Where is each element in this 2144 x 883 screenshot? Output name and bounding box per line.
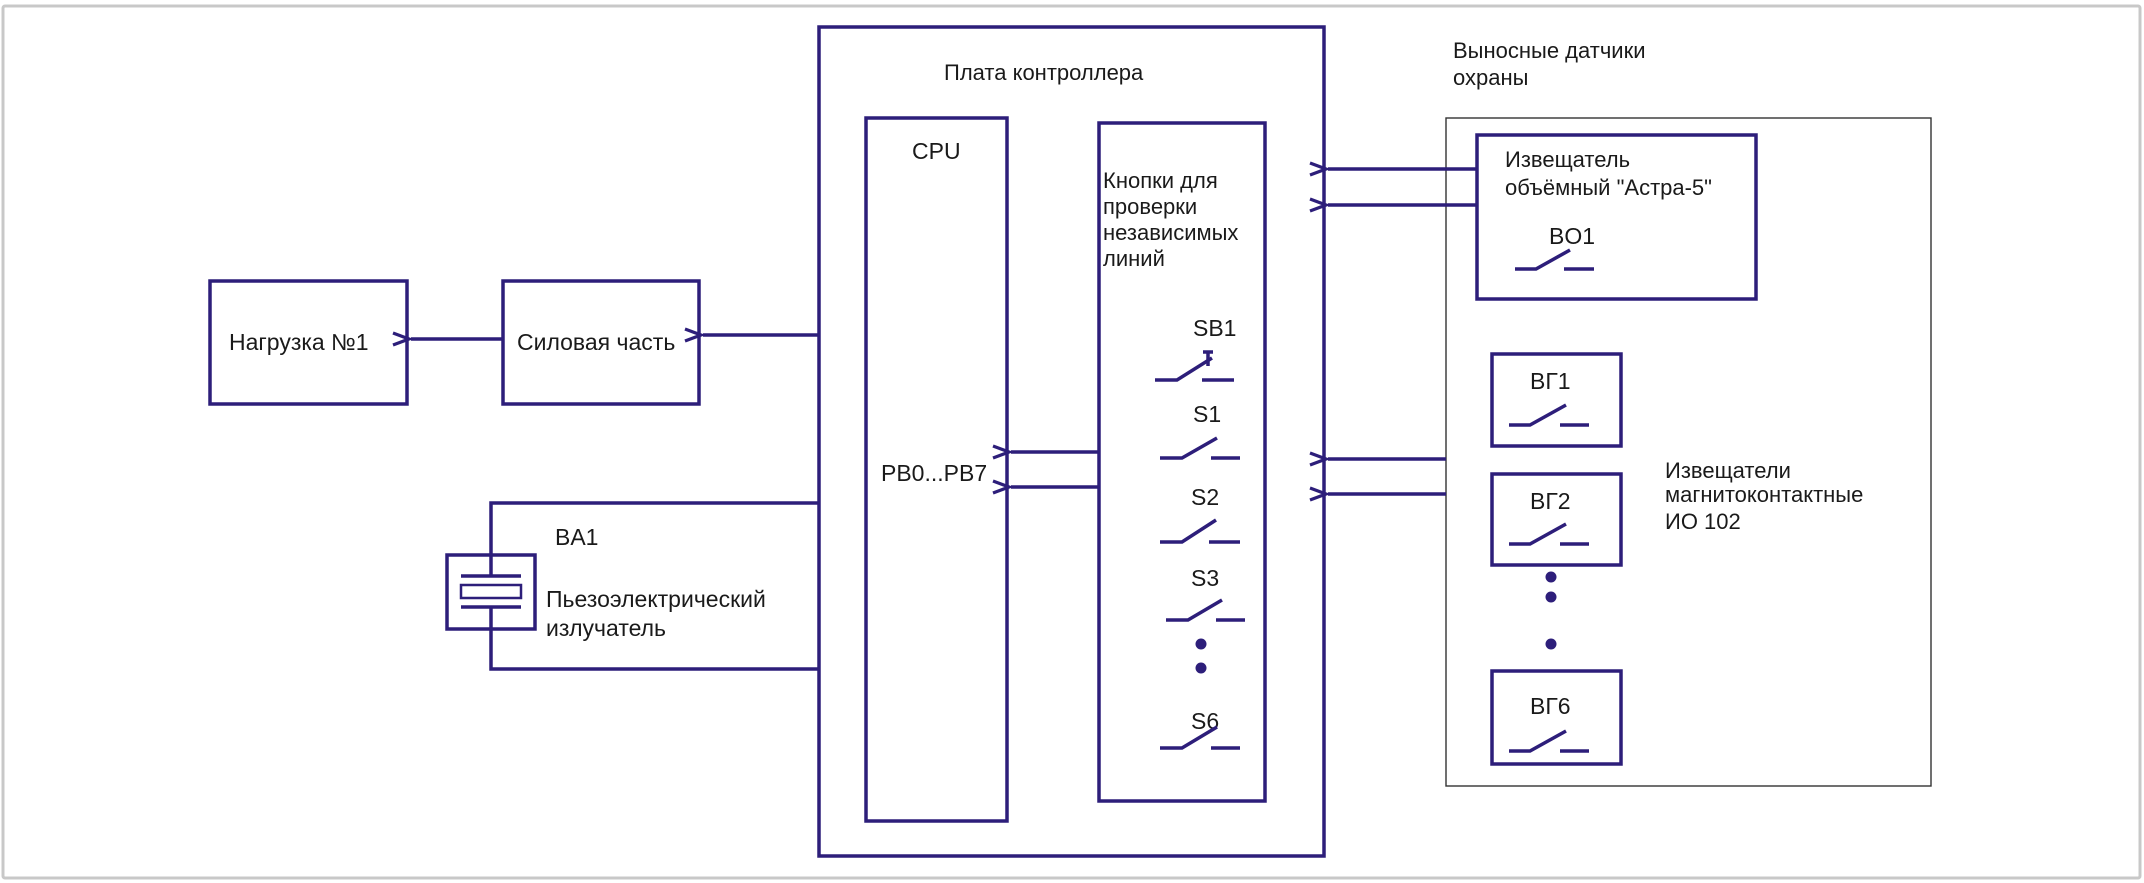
remote-sensors-title-2: охраны: [1453, 65, 1528, 90]
remote-sensors-area: Выносные датчики охраны: [1445, 38, 1932, 787]
volume-detector-label-1: Извещатель: [1505, 147, 1630, 172]
magnetic-detector-vg6: ВГ6: [1490, 669, 1623, 766]
magnetic-detector-ref-vg2: ВГ2: [1530, 488, 1571, 514]
switch-label-s3: S3: [1191, 565, 1219, 591]
magnetic-detector-ref-vg6: ВГ6: [1530, 693, 1571, 719]
volume-detector-label-2: объёмный "Астра-5": [1505, 175, 1712, 200]
vg1-switch-icon: [1509, 403, 1589, 427]
vg6-switch-icon: [1509, 729, 1589, 753]
cpu-label: CPU: [912, 138, 961, 164]
power-block: Силовая часть: [501, 279, 701, 406]
emitter-label-2: излучатель: [546, 615, 666, 641]
volume-detector-switch-icon: [1515, 248, 1594, 271]
cpu-block: CPU PB0...PB7: [864, 116, 1009, 823]
emitter-label-1: Пьезоэлектрический: [546, 586, 766, 612]
buttons-block-label-3: независимых: [1103, 220, 1238, 245]
controller-board-title: Плата контроллера: [944, 60, 1144, 85]
magnetic-detector-ref-vg1: ВГ1: [1530, 368, 1571, 394]
switch-label-s1: S1: [1193, 401, 1221, 427]
switch-icon-s1: [1160, 436, 1240, 460]
buttons-to-cpu-arrows: [1011, 452, 1099, 487]
buttons-block: Кнопки для проверки независимых линий SB…: [1097, 121, 1267, 803]
piezo-emitter: BA1 Пьезоэлектрический излучатель: [445, 501, 819, 671]
volume-detector-ref: BO1: [1549, 223, 1595, 249]
magnetic-detectors-label-1: Извещатели: [1665, 458, 1791, 483]
emitter-ref: BA1: [555, 524, 598, 550]
switch-icon-s2: [1160, 518, 1240, 544]
switch-label-s2: S2: [1191, 484, 1219, 510]
magnetic-detectors-label-3: ИО 102: [1665, 509, 1741, 534]
vg2-switch-icon: [1509, 522, 1589, 546]
magnetic-detectors-label-2: магнитоконтактные: [1665, 482, 1863, 507]
buttons-block-label-4: линий: [1103, 246, 1165, 271]
load-block: Нагрузка №1: [208, 279, 409, 406]
detector-to-board-arrows-lower: [1328, 459, 1446, 494]
magnetic-detector-vg2: ВГ2: [1490, 472, 1623, 567]
buttons-block-label-2: проверки: [1103, 194, 1197, 219]
switch-icon-sb1: [1155, 350, 1234, 382]
volume-detector: Извещатель объёмный "Астра-5" BO1: [1475, 133, 1758, 301]
cpu-port-label: PB0...PB7: [881, 460, 987, 486]
switch-icon-s3: [1166, 598, 1245, 622]
power-label: Силовая часть: [517, 329, 675, 355]
switch-icon-s6: [1160, 725, 1240, 750]
output-arrows: [411, 335, 819, 339]
magnetic-ellipsis-icon: [1545, 571, 1557, 650]
load-label: Нагрузка №1: [229, 329, 369, 355]
remote-sensors-title-1: Выносные датчики: [1453, 38, 1646, 63]
switch-ellipsis-icon: [1195, 638, 1207, 674]
detector-to-board-arrows-upper: [1328, 169, 1477, 205]
switch-label-sb1: SB1: [1193, 315, 1236, 341]
buttons-block-label-1: Кнопки для: [1103, 168, 1218, 193]
magnetic-detector-vg1: ВГ1: [1490, 352, 1623, 448]
